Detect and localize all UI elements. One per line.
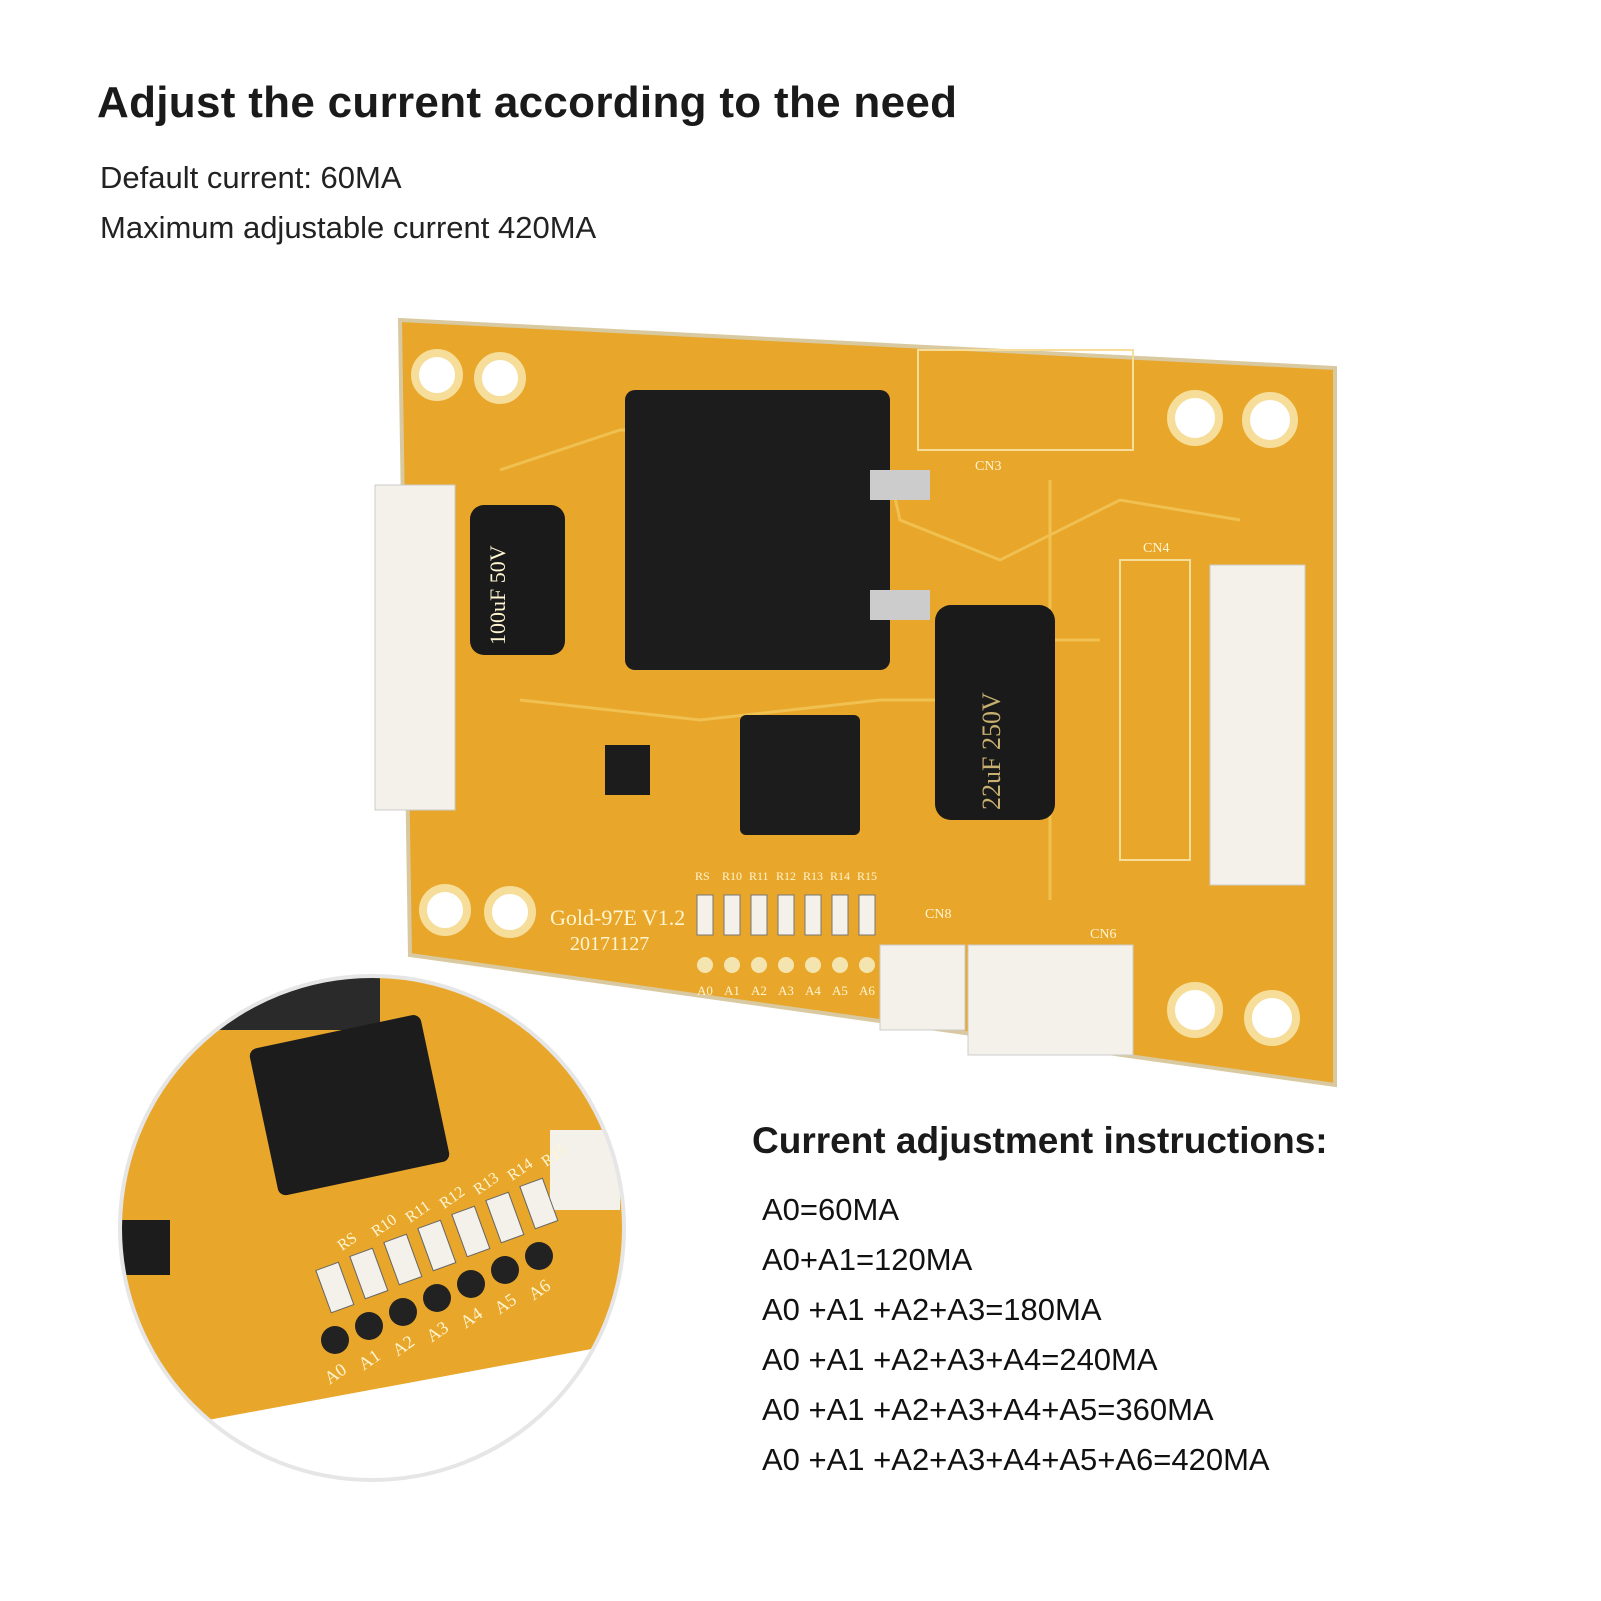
capacitor-100uf: 100uF 50V [470, 505, 565, 655]
connector-cn8 [879, 944, 966, 1031]
resistor-label: R15 [857, 869, 877, 883]
inset-solder-pad [457, 1270, 485, 1298]
solder-pad [751, 957, 767, 973]
pad-label: A1 [724, 983, 740, 998]
svg-text:CN8: CN8 [925, 907, 951, 922]
pad-label: A5 [832, 983, 848, 998]
board-date-label: 20171127 [570, 933, 649, 955]
connector-right [1209, 564, 1306, 886]
resistor [804, 894, 822, 936]
resistor-label: R11 [749, 869, 769, 883]
solder-pad [778, 957, 794, 973]
resistor-label: R13 [803, 869, 823, 883]
pad-label: A6 [859, 983, 875, 998]
inset-resistor [519, 1177, 559, 1230]
resistor [696, 894, 714, 936]
pad-label: A2 [751, 983, 767, 998]
inset-resistor [315, 1261, 355, 1314]
instruction-line: A0 +A1 +A2+A3+A4+A5+A6=420MA [762, 1442, 1270, 1477]
svg-text:100uF 50V: 100uF 50V [485, 545, 510, 645]
instructions-title: Current adjustment instructions: [752, 1120, 1328, 1161]
inset-solder-pad [355, 1312, 383, 1340]
resistor-label: RS [695, 869, 710, 883]
inset-solder-pad [423, 1284, 451, 1312]
pad-label: A0 [697, 983, 713, 998]
solder-pad [859, 957, 875, 973]
solder-pad [724, 957, 740, 973]
inset-solder-pad [389, 1298, 417, 1326]
inset-resistor [451, 1205, 491, 1258]
instruction-line: A0=60MA [762, 1192, 900, 1227]
pad-label: A4 [805, 983, 821, 998]
connector-left [374, 484, 456, 811]
instruction-line: A0+A1=120MA [762, 1242, 973, 1277]
max-current-text: Maximum adjustable current 420MA [100, 210, 597, 245]
resistor [831, 894, 849, 936]
inset-resistor [417, 1219, 457, 1272]
solder-pad [805, 957, 821, 973]
inset-solder-pad [321, 1326, 349, 1354]
resistor-label: R12 [776, 869, 796, 883]
inset-resistor [485, 1191, 525, 1244]
solder-pad [697, 957, 713, 973]
inset-resistor [383, 1233, 423, 1286]
svg-text:CN3: CN3 [975, 459, 1001, 474]
board-model-label: Gold-97E V1.2 [550, 905, 685, 930]
svg-text:CN4: CN4 [1143, 541, 1169, 556]
capacitor-22uf: 22uF 250V [935, 605, 1055, 820]
resistor [777, 894, 795, 936]
svg-text:22uF 250V: 22uF 250V [977, 692, 1006, 810]
resistor [750, 894, 768, 936]
solder-pad [832, 957, 848, 973]
instruction-line: A0 +A1 +A2+A3=180MA [762, 1292, 1102, 1327]
resistor-label: R10 [722, 869, 742, 883]
resistor-label: R14 [830, 869, 850, 883]
resistor [723, 894, 741, 936]
instruction-line: A0 +A1 +A2+A3+A4+A5=360MA [762, 1392, 1214, 1427]
instruction-line: A0 +A1 +A2+A3+A4=240MA [762, 1342, 1158, 1377]
pcb-board: 100uF 50V 22uF 250V Gold-97E V1.2 201711… [374, 317, 1337, 1088]
inset-solder-pad [491, 1256, 519, 1284]
mosfet [740, 715, 860, 835]
inset-resistor [349, 1247, 389, 1300]
inset-solder-pad [525, 1242, 553, 1270]
ic-u1 [605, 745, 650, 795]
connector-cn6 [967, 944, 1134, 1056]
transformer [625, 390, 890, 670]
default-current-text: Default current: 60MA [100, 160, 402, 195]
pad-label: A3 [778, 983, 794, 998]
svg-text:CN6: CN6 [1090, 927, 1116, 942]
page-title: Adjust the current according to the need [97, 78, 958, 127]
resistor [858, 894, 876, 936]
